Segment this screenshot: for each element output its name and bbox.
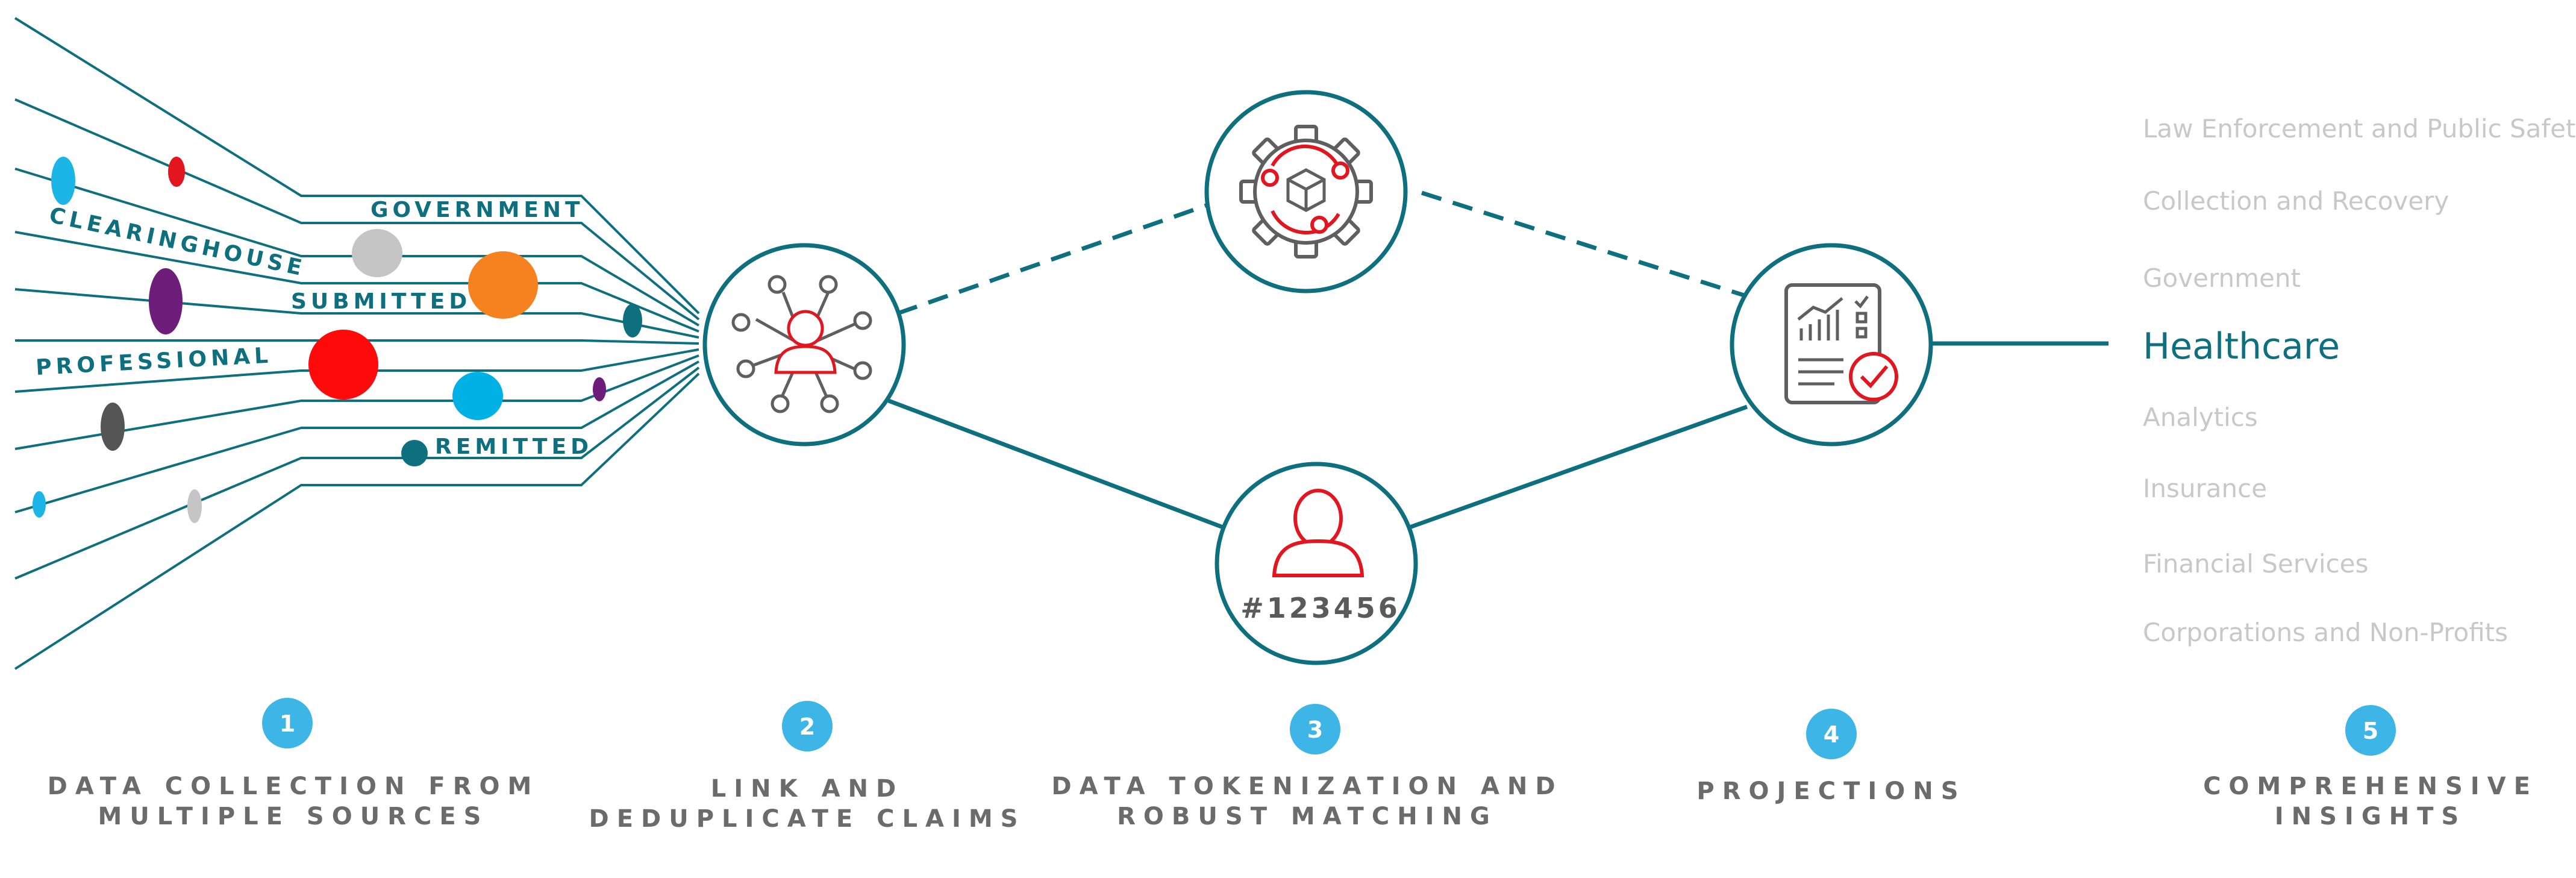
step-2: 2 LINK AND DEDUPLICATE CLAIMS [589,701,1026,833]
step-number: 4 [1824,721,1839,748]
step-badge [1806,709,1857,759]
node-token: #123456 [1215,462,1418,665]
data-dot [149,268,183,334]
node-network [702,243,906,447]
data-dot [593,377,606,401]
insight-item-selected[interactable]: Healthcare [2143,325,2340,368]
step-caption-line1: DATA COLLECTION FROM [48,773,540,800]
step-4: 4 PROJECTIONS [1696,709,1966,805]
step-number: 5 [2363,718,2378,744]
data-dot [51,157,75,205]
report-icon [1784,283,1898,404]
stream-line [14,348,699,393]
data-dot [33,491,46,518]
stream-line [14,231,699,333]
step-1: 1 DATA COLLECTION FROM MULTIPLE SOURCES [48,698,540,830]
dashed-connector [896,202,1209,316]
source-label-government: GOVERNMENT [370,198,584,222]
insight-item[interactable]: Corporations and Non-Profits [2143,618,2508,647]
stream-line [14,372,700,670]
insight-item[interactable]: Law Enforcement and Public Safety [2143,114,2576,143]
insight-item[interactable]: Financial Services [2143,549,2368,579]
gear-icon [1239,125,1373,259]
data-dot [101,403,125,451]
step-number: 1 [280,710,295,737]
stream-line [14,17,700,315]
data-dot [452,372,503,420]
stream-line [14,98,700,321]
stream-line [14,168,700,327]
step-5: 5 COMPREHENSIVE INSIGHTS [2203,705,2538,830]
step-caption-line1: DATA TOKENIZATION AND [1051,773,1563,800]
step-caption-line1: LINK AND [711,775,904,803]
step-number: 3 [1307,717,1323,743]
step-caption-line1: PROJECTIONS [1696,777,1966,805]
source-label-remitted: REMITTED [435,434,593,459]
network-icon [731,275,872,413]
insight-item[interactable]: Government [2143,263,2301,293]
data-dot [308,330,378,400]
data-dot [352,229,402,277]
stream-line [14,366,700,580]
solid-connector [1408,404,1748,530]
node-connectors [887,190,2109,530]
step-caption-line2: ROBUST MATCHING [1117,803,1498,830]
data-dot [401,440,428,466]
stream-line [14,354,699,450]
insights-list: Law Enforcement and Public Safety Collec… [2143,114,2576,647]
data-dot [168,157,185,187]
step-caption-line2: DEDUPLICATE CLAIMS [589,805,1026,833]
insight-item[interactable]: Collection and Recovery [2143,186,2449,216]
person-icon [1272,489,1365,577]
insight-item[interactable]: Analytics [2143,403,2258,432]
token-id: #123456 [1240,592,1401,624]
step-caption-line1: COMPREHENSIVE [2203,773,2538,800]
data-dot [623,304,642,337]
step-caption-line2: INSIGHTS [2275,803,2466,830]
solid-connector [887,398,1224,530]
stream-line [15,339,699,345]
stream-line [14,360,699,513]
source-label-submitted: SUBMITTED [291,289,471,314]
node-gear [1204,90,1408,293]
data-dot [468,251,538,319]
step-number: 2 [799,713,815,740]
dashed-connector [1421,190,1745,298]
step-badge [2345,705,2396,756]
source-label-clearinghouse: CLEARINGHOUSE [47,203,308,281]
step-badge [782,701,833,751]
step-badge [262,698,313,748]
source-streams [14,17,700,670]
data-dots [33,157,642,523]
node-report [1730,243,1933,447]
step-badge [1290,704,1340,754]
step-3: 3 DATA TOKENIZATION AND ROBUST MATCHING [1051,704,1563,830]
step-caption-line2: MULTIPLE SOURCES [98,803,489,830]
insight-item[interactable]: Insurance [2143,474,2267,503]
data-dot [187,489,202,523]
